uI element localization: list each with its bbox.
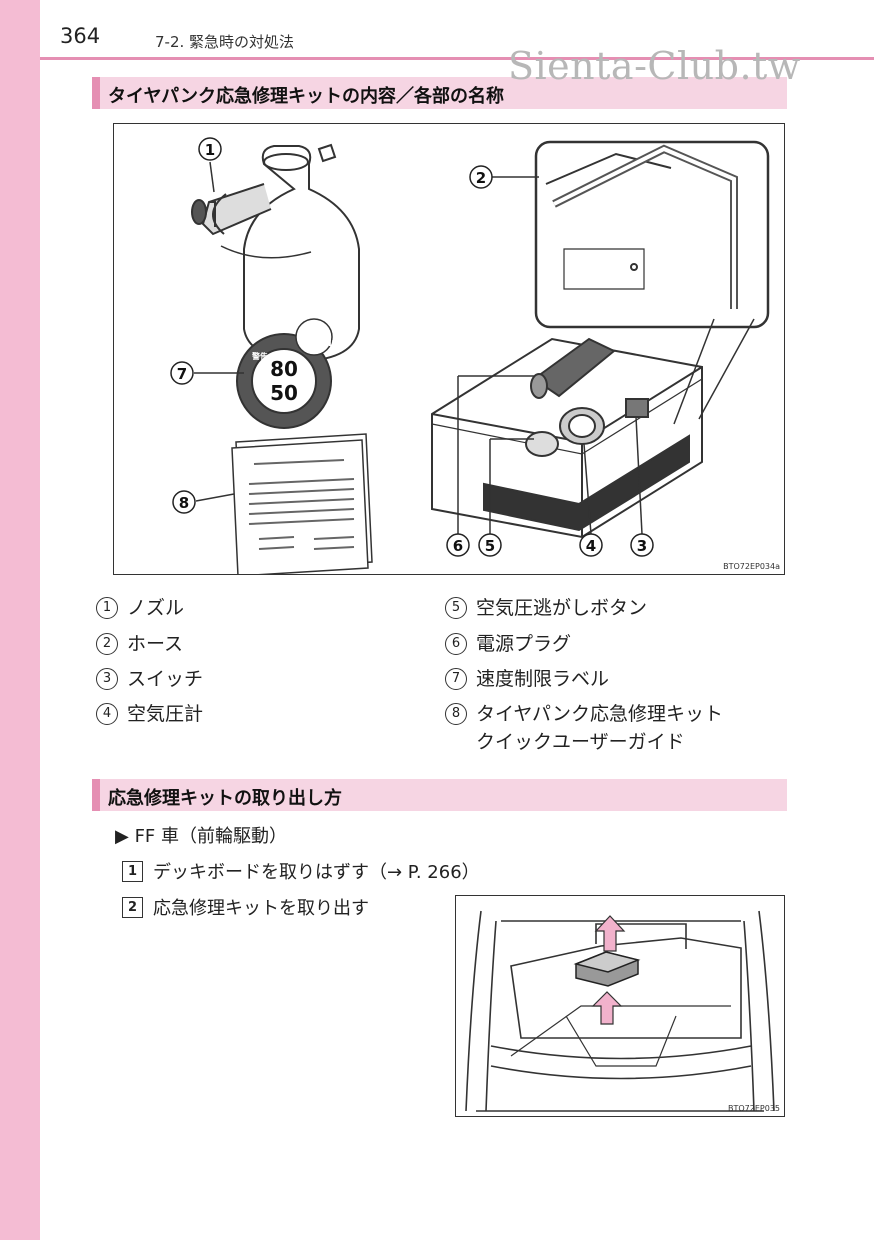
callout-5-label: 5 [485,537,495,555]
part-item-7: 7 速度制限ラベル [445,665,609,693]
part-label: タイヤパンク応急修理キット クイックユーザーガイド [476,703,724,753]
part-item-1: 1 ノズル [96,594,184,622]
part-number: 3 [96,668,118,690]
callout-1-label: 1 [205,141,215,159]
step-1: 1 デッキボードを取りはずす（→ P. 266） [122,858,480,884]
step-text: 応急修理キットを取り出す [153,898,369,919]
callout-6 [446,533,470,557]
part-number: 5 [445,597,467,619]
step-number: 2 [122,896,143,918]
speed-label-warning: WARNING [304,339,348,348]
callout-2-label: 2 [476,169,486,187]
step-number: 1 [122,860,143,882]
callout-7 [170,361,194,385]
kit-parts-figure: 80 50 WARNING 警告 1 2 3 4 5 [113,123,785,577]
part-number: 4 [96,703,118,725]
figure-code: BTO72EP035 [728,1104,780,1113]
callout-8-label: 8 [179,494,189,512]
callout-3-label: 3 [637,537,647,555]
section-heading-kit-removal: 応急修理キットの取り出し方 [92,779,787,811]
callout-4-label: 4 [586,537,596,555]
trunk-figure: BTO72EP035 [455,895,785,1117]
part-number: 1 [96,597,118,619]
part-item-6: 6 電源プラグ [445,630,571,658]
speed-label-80: 80 [270,357,298,381]
speed-label-warn-jp: 警告 [251,351,268,361]
callout-6-label: 6 [453,537,463,555]
part-label: 空気圧逃がしボタン [476,597,648,619]
callout-3 [630,533,654,557]
part-label: 電源プラグ [476,633,572,655]
part-label: ノズル [127,597,185,619]
kit-illustration: 80 50 WARNING 警告 1 2 3 4 5 [170,137,770,577]
trunk-illustration [465,910,775,1112]
section-title: タイヤパンク応急修理キットの内容／各部の名称 [108,86,504,107]
step-2: 2 応急修理キットを取り出す [122,894,369,920]
part-item-8: 8 タイヤパンク応急修理キット クイックユーザーガイド [445,700,723,756]
step-text: デッキボードを取りはずす（→ P. 266） [153,862,480,883]
part-item-4: 4 空気圧計 [96,700,203,728]
watermark: Sienta-Club.tw [508,44,801,88]
part-item-2: 2 ホース [96,630,183,658]
part-number: 8 [445,703,467,725]
part-number: 7 [445,668,467,690]
chapter-title: 7-2. 緊急時の対処法 [155,33,295,51]
vehicle-variant: ▶ FF 車（前輪駆動） [115,826,287,847]
callout-2 [469,165,493,189]
section-title: 応急修理キットの取り出し方 [108,788,342,809]
callout-8 [172,490,196,514]
section-heading-kit-contents: タイヤパンク応急修理キットの内容／各部の名称 [92,77,787,109]
part-number: 2 [96,633,118,655]
callout-4 [579,533,603,557]
section-marker [92,779,100,811]
part-item-5: 5 空気圧逃がしボタン [445,594,647,622]
part-label: スイッチ [127,668,204,690]
part-number: 6 [445,633,467,655]
part-item-3: 3 スイッチ [96,665,203,693]
pink-side-bar [0,0,40,1240]
callout-5 [478,533,502,557]
callout-7-label: 7 [177,365,187,383]
speed-label-50: 50 [270,381,298,405]
part-label: 空気圧計 [127,703,204,725]
part-label: 速度制限ラベル [476,668,610,690]
section-marker [92,77,100,109]
page-number: 364 [60,24,101,48]
callout-1 [198,137,222,161]
part-label: ホース [127,633,184,655]
header-rule [40,57,874,60]
figure-code: BTO72EP034a [723,562,780,571]
